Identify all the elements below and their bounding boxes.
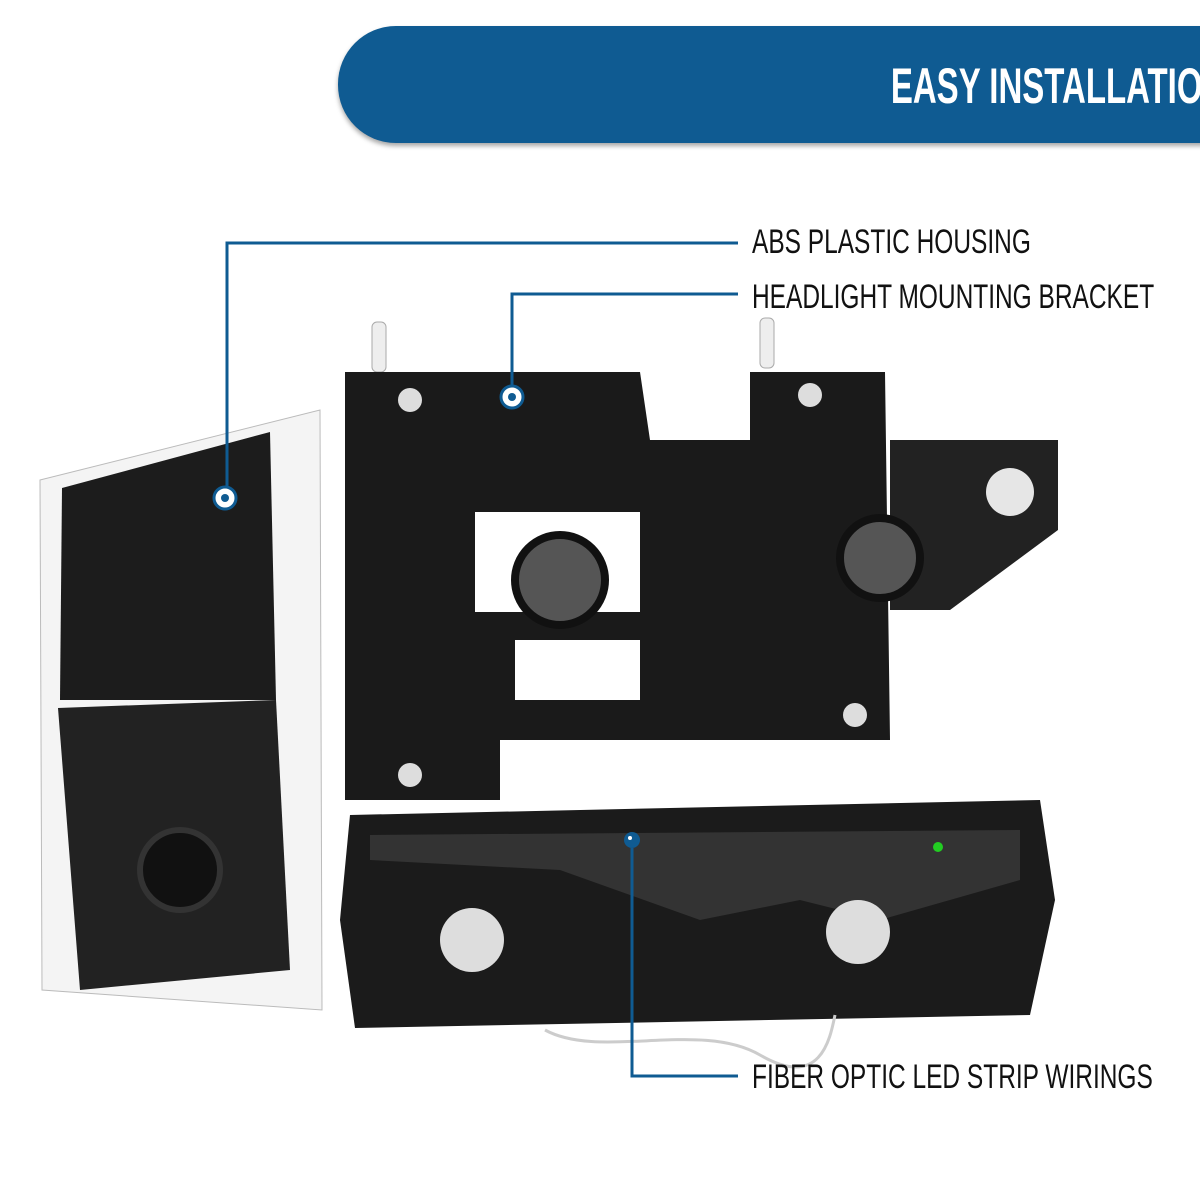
callout-dot-housing [212, 485, 238, 511]
headlight-bracket-image [345, 317, 1058, 800]
callout-dot-bracket [499, 384, 525, 410]
callout-line-bracket [510, 292, 738, 390]
callout-label-housing: ABS PLASTIC HOUSING [752, 223, 1031, 261]
header-banner: EASY INSTALLATION [338, 26, 1200, 143]
banner-title: EASY INSTALLATION [890, 58, 1200, 114]
callout-dot-wiring [624, 832, 640, 848]
callout-line-wiring [630, 848, 738, 1078]
callout-label-wiring: FIBER OPTIC LED STRIP WIRINGS [752, 1058, 1153, 1096]
callout-label-bracket: HEADLIGHT MOUNTING BRACKET [752, 278, 1155, 316]
callout-line-housing [225, 241, 738, 490]
bumper-lamp-image [340, 800, 1055, 1069]
corner-lamp-image [39, 409, 323, 1011]
